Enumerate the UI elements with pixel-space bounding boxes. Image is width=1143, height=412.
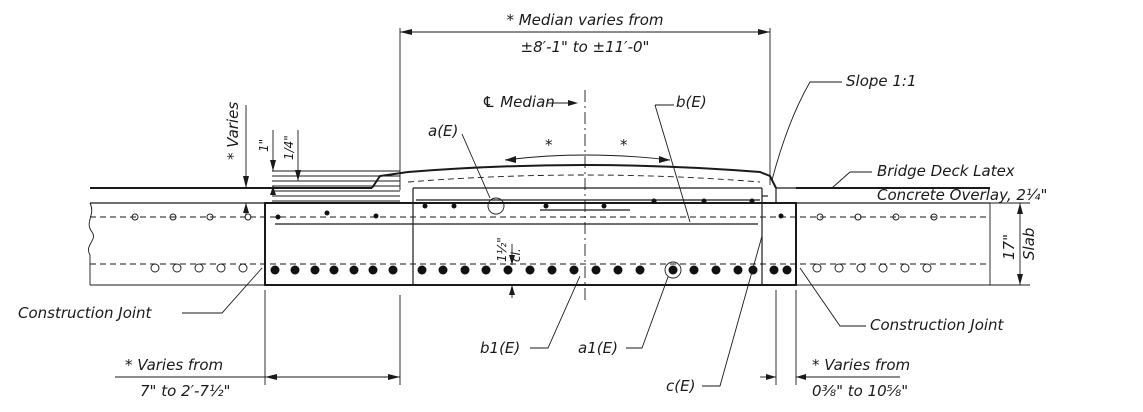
clear-cover-dim (509, 244, 515, 298)
overlay-thickness-dims (270, 130, 400, 202)
varies-right-line1: * Varies from (812, 356, 910, 374)
median-dim-line1: * Median varies from (506, 11, 663, 29)
a1-e-marker (664, 261, 682, 279)
varies-right-line2: 0⅜" to 10⅝" (812, 382, 908, 400)
cl-median-label: ℄ Median (482, 93, 555, 111)
clear-word-label: cl. (509, 248, 523, 262)
b-e-label: b(E) (676, 93, 707, 111)
a-e-marker (487, 197, 505, 215)
slab-dim-label: 17" (1000, 234, 1018, 260)
star-left: * (545, 136, 553, 154)
existing-bottom-bars (150, 263, 932, 273)
c-e-label: c(E) (666, 377, 695, 395)
a-e-label: a(E) (428, 122, 458, 140)
b1-e-label: b1(E) (480, 339, 520, 357)
varies-vertical-label: * Varies (224, 102, 242, 160)
varies-left-dim (115, 290, 401, 385)
dim-quarter: 1/4" (282, 135, 296, 160)
varies-left-line2: 7" to 2′-7½" (140, 382, 230, 400)
construction-joint-left-label: Construction Joint (18, 304, 153, 322)
slab-dimension (990, 202, 1030, 286)
slab-word-label: Slab (1020, 228, 1038, 260)
overlay-label-2: Concrete Overlay, 2¼" (877, 186, 1047, 204)
construction-joint-right-label: Construction Joint (870, 316, 1005, 334)
existing-top-bars (131, 213, 938, 221)
varies-left-line1: * Varies from (125, 356, 223, 374)
median-dimension (399, 28, 771, 190)
crown-dimension (504, 154, 671, 163)
star-right: * (620, 136, 628, 154)
top-bars-new (275, 198, 784, 220)
clear-dim-label: 1½" (495, 237, 509, 262)
varies-dimension (243, 105, 249, 215)
median-dim-line2: ±8′-1" to ±11′-0" (521, 38, 650, 56)
reinforcement (90, 195, 990, 286)
overlay-label-1: Bridge Deck Latex (877, 162, 1015, 180)
bottom-bars-new (270, 265, 792, 275)
varies-right-dim (760, 290, 900, 385)
dim-1in: 1" (257, 139, 271, 152)
a1-e-label: a1(E) (578, 339, 618, 357)
slope-label: Slope 1:1 (846, 72, 917, 90)
